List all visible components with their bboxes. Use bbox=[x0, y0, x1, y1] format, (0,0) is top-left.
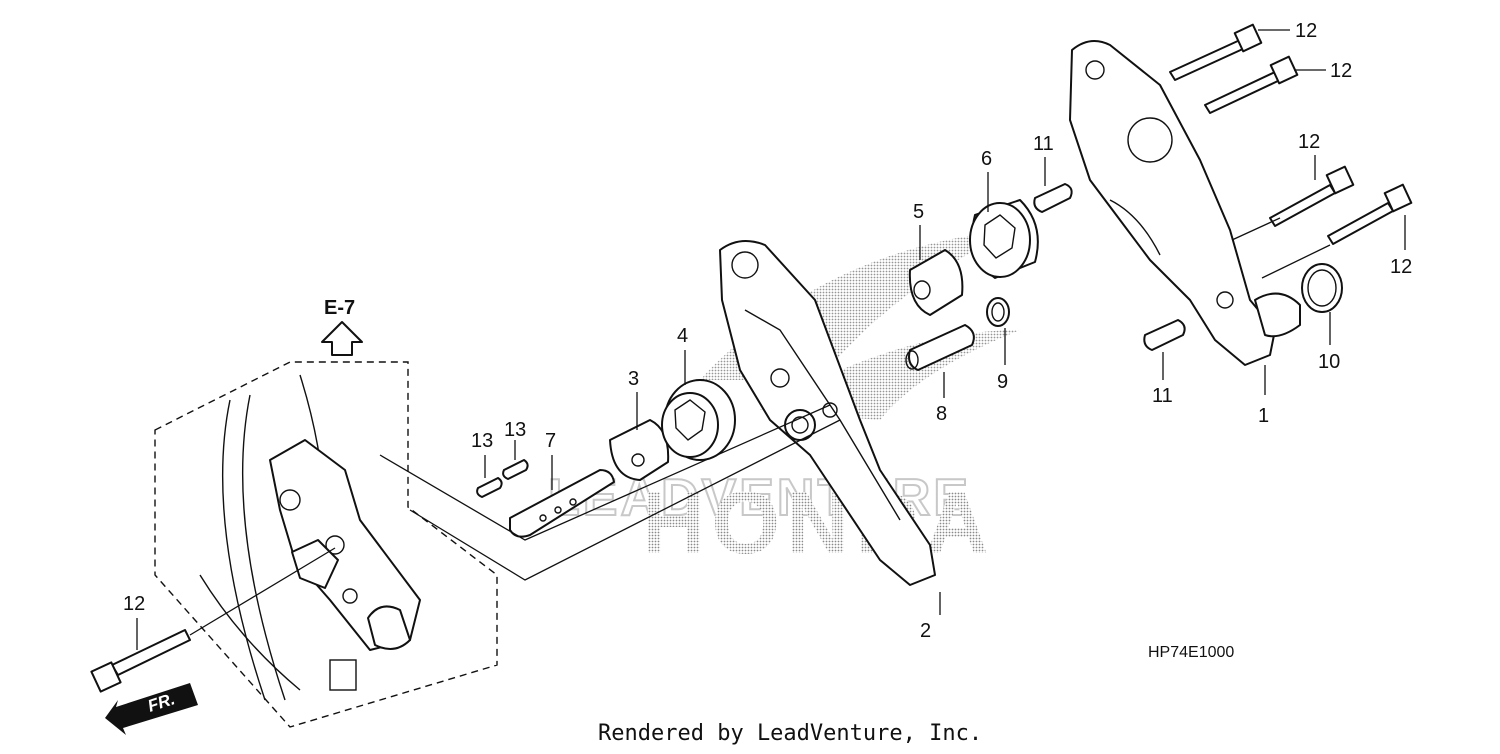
bolt-12-top-a bbox=[1169, 23, 1263, 81]
callout-1: 1 bbox=[1258, 405, 1269, 427]
bolt-12-mid-a bbox=[1269, 165, 1355, 227]
diagram-reference-code: HP74E1000 bbox=[1148, 644, 1234, 661]
callout-7: 7 bbox=[545, 430, 556, 452]
callout-5: 5 bbox=[913, 201, 924, 223]
section-e7-label: E-7 bbox=[324, 297, 355, 319]
dowel-pin-11-upper bbox=[1033, 183, 1073, 213]
callout-3: 3 bbox=[628, 368, 639, 390]
callout-12-lower-left: 12 bbox=[123, 593, 145, 615]
dowel-pin-11-lower bbox=[1143, 319, 1186, 351]
callout-10: 10 bbox=[1318, 351, 1340, 373]
callout-6: 6 bbox=[981, 148, 992, 170]
callout-11-lower: 11 bbox=[1152, 385, 1173, 407]
callout-2: 2 bbox=[920, 620, 931, 642]
driven-shaft-8 bbox=[905, 324, 975, 371]
o-ring-9 bbox=[986, 297, 1010, 327]
bolt-12-lower-left bbox=[90, 629, 191, 693]
section-e7-reference: E-7 bbox=[321, 297, 363, 356]
callout-4: 4 bbox=[677, 325, 688, 347]
callout-12-top-a: 12 bbox=[1295, 20, 1317, 42]
outer-rotor-6 bbox=[969, 199, 1039, 279]
engine-case-detail bbox=[154, 361, 498, 728]
pump-body-2 bbox=[719, 240, 936, 586]
leader-lines bbox=[136, 29, 1406, 650]
inner-rotor-3 bbox=[609, 419, 670, 481]
watermark-honda-text: HONDA bbox=[642, 473, 995, 572]
callout-12-mid-a: 12 bbox=[1298, 131, 1320, 153]
render-credit: Rendered by LeadVenture, Inc. bbox=[598, 721, 982, 746]
callout-13-b: 13 bbox=[504, 419, 526, 441]
callout-labels: 1 2 3 4 5 6 7 8 9 10 11 11 12 12 12 12 1… bbox=[123, 20, 1412, 642]
bolt-12-mid-b bbox=[1327, 183, 1413, 245]
callout-8: 8 bbox=[936, 403, 947, 425]
callout-12-top-b: 12 bbox=[1330, 60, 1352, 82]
front-direction-arrow: FR. bbox=[105, 683, 198, 735]
outer-rotor-4 bbox=[661, 379, 736, 461]
callout-9: 9 bbox=[997, 371, 1008, 393]
callout-13-a: 13 bbox=[471, 430, 493, 452]
o-ring-10 bbox=[1301, 263, 1343, 313]
inner-rotor-5 bbox=[908, 249, 964, 316]
callout-12-mid-b: 12 bbox=[1390, 256, 1412, 278]
callout-11-upper: 11 bbox=[1033, 133, 1054, 155]
pump-cover-1 bbox=[1069, 40, 1301, 366]
bolt-12-top-b bbox=[1204, 55, 1299, 114]
